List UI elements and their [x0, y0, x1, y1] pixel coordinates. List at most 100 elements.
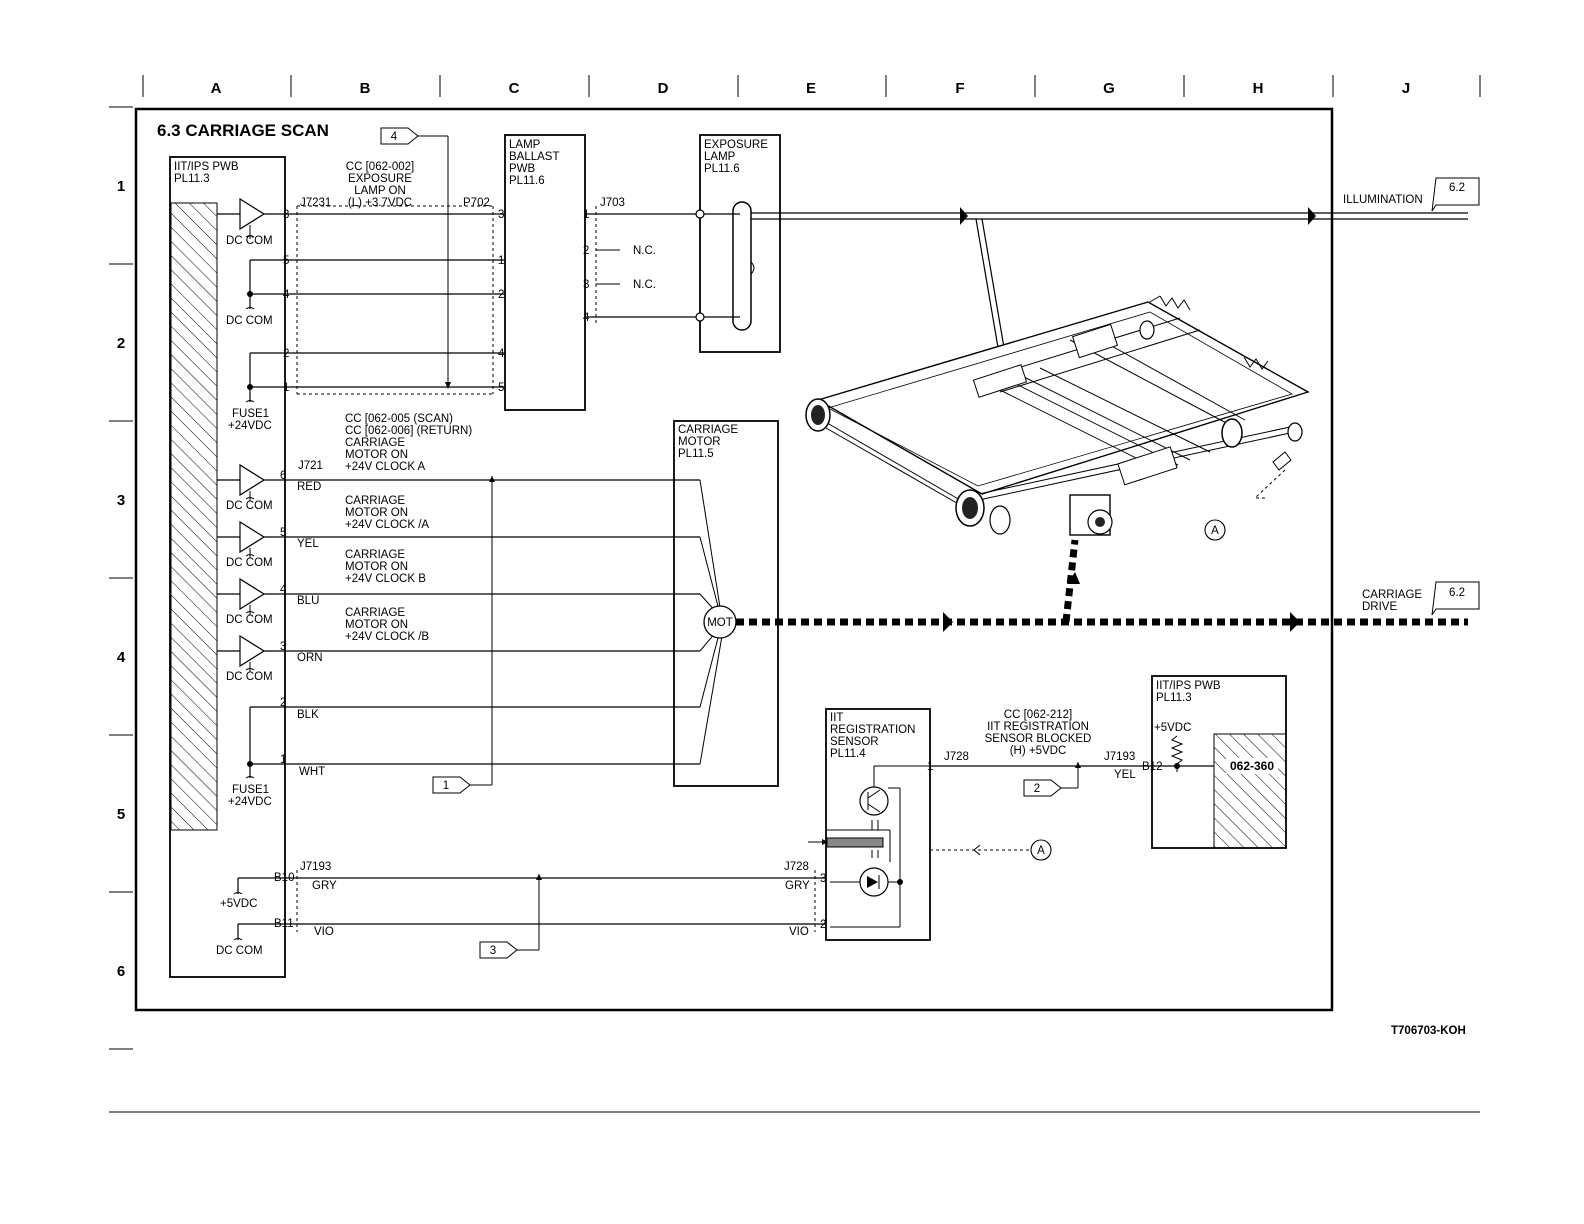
sensor-l3: SENSOR [830, 736, 879, 748]
sensor-l2: REGISTRATION [830, 724, 915, 736]
pin: B10 [274, 872, 294, 884]
iit-registration-sensor: IIT REGISTRATION SENSOR PL11.4 [808, 708, 931, 941]
connector-j721: J721 [298, 460, 323, 472]
wire-color: BLK [297, 709, 319, 721]
exposure-l1: EXPOSURE [704, 139, 768, 151]
column-label: F [955, 80, 964, 97]
callout-a: A [1211, 525, 1219, 537]
pin: B11 [274, 918, 294, 930]
pin: 1 [927, 761, 933, 773]
exposure-lamp: EXPOSURE LAMP PL11.6 [695, 134, 781, 353]
sig-b-l2: MOTOR ON [345, 561, 408, 573]
lamp-on-l3: LAMP ON [354, 185, 406, 197]
lamp-on-l2: EXPOSURE [348, 173, 412, 185]
motor-driver-b: DC COM [217, 577, 285, 626]
illumination-output: ILLUMINATION 6.2 [751, 177, 1480, 366]
row-label: 4 [117, 649, 126, 666]
sig-nb-l3: +24V CLOCK /B [345, 631, 429, 643]
column-label: E [806, 80, 816, 97]
column-label: A [211, 80, 222, 97]
pin: 3 [583, 279, 589, 291]
nc-label: N.C. [633, 245, 656, 257]
v24-label: +24VDC [228, 420, 272, 432]
dc-com-label: DC COM [226, 500, 273, 512]
pin: 1 [583, 209, 589, 221]
row-label: 5 [117, 806, 125, 823]
lamp-on-l4: (L) +3.7VDC [348, 197, 412, 209]
connector-j703: J703 [600, 197, 625, 209]
reg-cc-l4: (H) +5VDC [1010, 745, 1067, 757]
flag-2: 2 [1023, 779, 1078, 797]
exposure-pl: PL11.6 [704, 163, 740, 175]
ballast-output: N.C. N.C. [585, 206, 700, 323]
connector-p702: P702 [463, 197, 490, 209]
flag-number: 3 [490, 945, 496, 957]
mot-label: MOT [707, 617, 733, 629]
column-label: D [658, 80, 669, 97]
dc-com-label: DC COM [226, 614, 273, 626]
sig-nb-l1: CARRIAGE [345, 607, 405, 619]
flag-number: 2 [1034, 783, 1040, 795]
pin: 1 [283, 382, 289, 394]
pin: 5 [498, 382, 504, 394]
connector-j7193: J7193 [300, 861, 331, 873]
sig-nb-label: CARRIAGE MOTOR ON +24V CLOCK /B [345, 607, 429, 643]
motor-l2: MOTOR [678, 436, 721, 448]
dc-com-lower: DC COM [216, 923, 285, 957]
pin: 2 [820, 919, 826, 931]
v5-supply: +5VDC [220, 877, 285, 910]
pin: 3 [283, 209, 289, 221]
sig-b-label: CARRIAGE MOTOR ON +24V CLOCK B [345, 549, 426, 585]
pin: 4 [280, 584, 287, 596]
pin: 4 [583, 312, 590, 324]
drive-label-l1: CARRIAGE [1362, 589, 1422, 601]
wire-color: GRY [312, 880, 337, 892]
motor-driver-nb: DC COM [217, 634, 285, 683]
motor-l1: CARRIAGE [678, 424, 738, 436]
diagram-frame [134, 107, 1334, 1012]
lamp-ballast-pwb: LAMP BALLAST PWB PL11.6 [504, 134, 586, 411]
sensor-output-wire: A [930, 762, 1152, 861]
lamp-on-cc: CC [062-002] [346, 161, 414, 173]
flag-4: 4 [380, 127, 448, 145]
dc-com-label: DC COM [226, 235, 273, 247]
fuse1-24v-2: FUSE1 +24VDC [228, 706, 285, 808]
pwb-pl: PL11.3 [174, 173, 210, 185]
connector-j7193: J7193 [1104, 751, 1135, 763]
drive-ref: 6.2 [1449, 587, 1465, 599]
column-header: A B C D E F G H J [142, 75, 1481, 97]
sig-na-l3: +24V CLOCK /A [345, 519, 429, 531]
dc-com-label: DC COM [226, 557, 273, 569]
wire-color: YEL [1114, 769, 1136, 781]
ballast-l3: PWB [509, 163, 536, 175]
motor-wires [285, 476, 723, 785]
connector-j7231: J7231 [300, 197, 331, 209]
sensor-power-wires [285, 870, 826, 950]
wire-color: GRY [785, 880, 810, 892]
v24-label: +24VDC [228, 796, 272, 808]
dc-com-ground-1: DC COM [226, 259, 285, 327]
wire-color: VIO [314, 926, 334, 938]
v5-label: +5VDC [220, 898, 257, 910]
diagram-title: 6.3 CARRIAGE SCAN [157, 121, 329, 140]
lamp-on-label: CC [062-002] EXPOSURE LAMP ON (L) +3.7VD… [346, 161, 414, 209]
wire-color: YEL [297, 538, 319, 550]
ballast-l2: BALLAST [509, 151, 560, 163]
flag-number: 4 [391, 131, 398, 143]
row-label: 2 [117, 335, 125, 352]
flag-3: 3 [479, 941, 539, 959]
connector-j728: J728 [784, 861, 809, 873]
flag-number: 1 [443, 780, 449, 792]
exposure-l2: LAMP [704, 151, 736, 163]
flag-1: 1 [432, 776, 492, 794]
reg-cc-l2: IIT REGISTRATION [987, 721, 1089, 733]
sensor-pl: PL11.4 [830, 748, 866, 760]
ballast-l1: LAMP [509, 139, 541, 151]
column-label: J [1402, 80, 1410, 97]
sig-b-l3: +24V CLOCK B [345, 573, 426, 585]
dc-com-label: DC COM [216, 945, 263, 957]
pin: 4 [283, 289, 290, 301]
sig-na-l1: CARRIAGE [345, 495, 405, 507]
pin: 2 [283, 348, 289, 360]
